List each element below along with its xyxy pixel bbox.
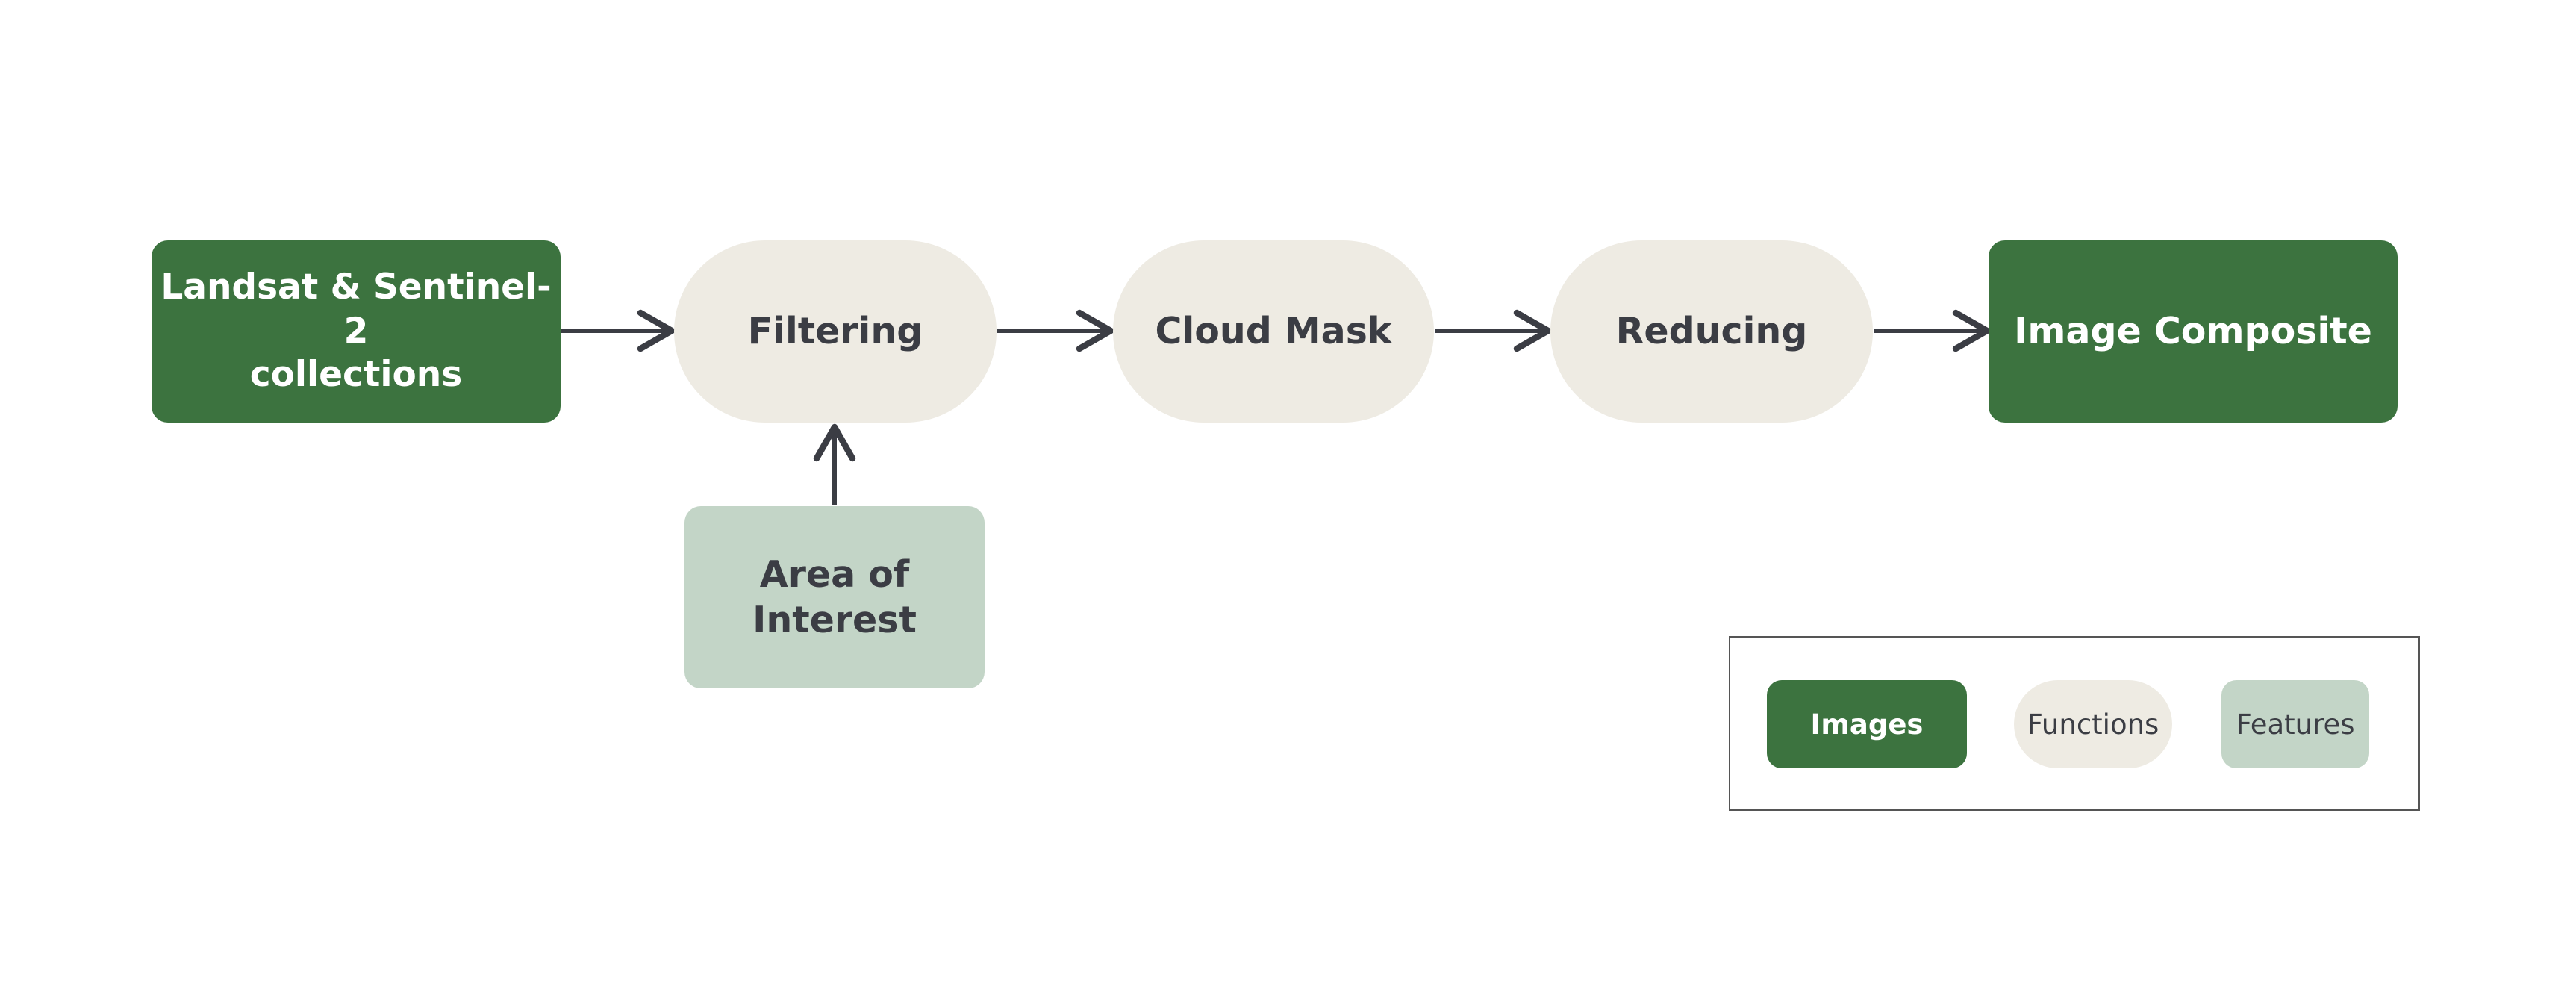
legend-features-label: Features: [2236, 708, 2355, 741]
legend-functions-swatch: Functions: [2014, 680, 2172, 768]
filtering-node: Filtering: [674, 240, 997, 423]
image-composite-node: Image Composite: [1989, 240, 2398, 423]
legend-images-label: Images: [1810, 708, 1924, 741]
filtering-label: Filtering: [747, 310, 923, 353]
landsat-sentinel-collections-label: Landsat & Sentinel-2 collections: [160, 266, 552, 396]
reducing-label: Reducing: [1615, 310, 1808, 353]
landsat-sentinel-collections-node: Landsat & Sentinel-2 collections: [152, 240, 561, 423]
cloud-mask-node: Cloud Mask: [1113, 240, 1434, 423]
area-of-interest-node: Area of Interest: [684, 506, 985, 688]
area-of-interest-label: Area of Interest: [752, 552, 917, 641]
legend-features-swatch: Features: [2221, 680, 2369, 768]
legend-functions-label: Functions: [2027, 708, 2159, 741]
reducing-node: Reducing: [1550, 240, 1873, 423]
legend-images-swatch: Images: [1767, 680, 1967, 768]
cloud-mask-label: Cloud Mask: [1155, 310, 1392, 353]
image-composite-label: Image Composite: [2014, 310, 2372, 353]
legend: Images Functions Features: [1729, 636, 2420, 811]
